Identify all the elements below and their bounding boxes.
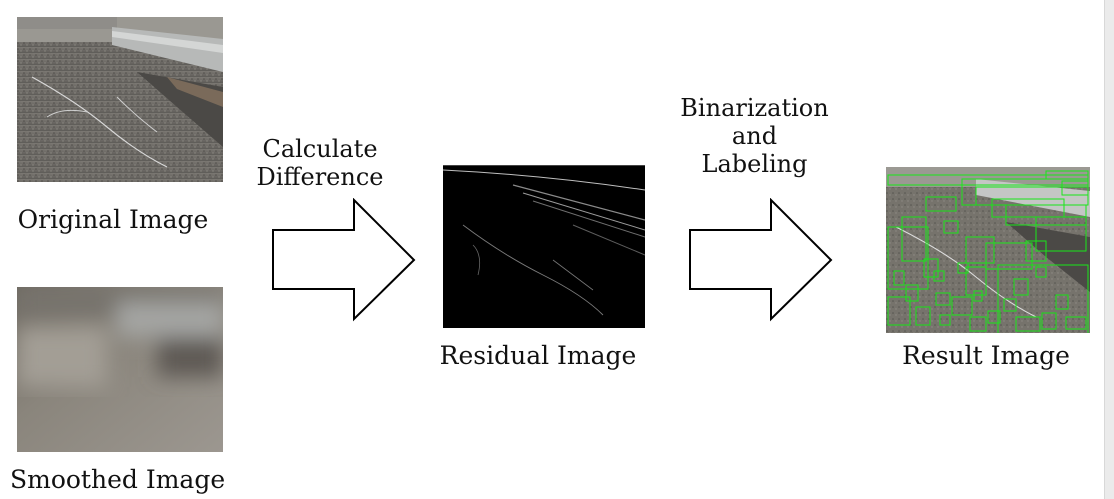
residual-image-label: Residual Image (439, 341, 637, 370)
process-arrow-2 (688, 198, 834, 322)
residual-image (443, 165, 645, 328)
original-image (17, 17, 223, 182)
process-arrow-1 (271, 198, 417, 322)
calculate-difference-label: Calculate Difference (256, 135, 384, 191)
binarization-labeling-label: Binarization and Labeling (680, 94, 829, 178)
original-image-label: Original Image (17, 205, 209, 234)
smoothed-image (17, 287, 223, 452)
smoothed-image-label: Smoothed Image (10, 465, 226, 494)
result-image (886, 167, 1090, 333)
result-image-label: Result Image (902, 341, 1070, 370)
window-edge (1104, 0, 1114, 499)
